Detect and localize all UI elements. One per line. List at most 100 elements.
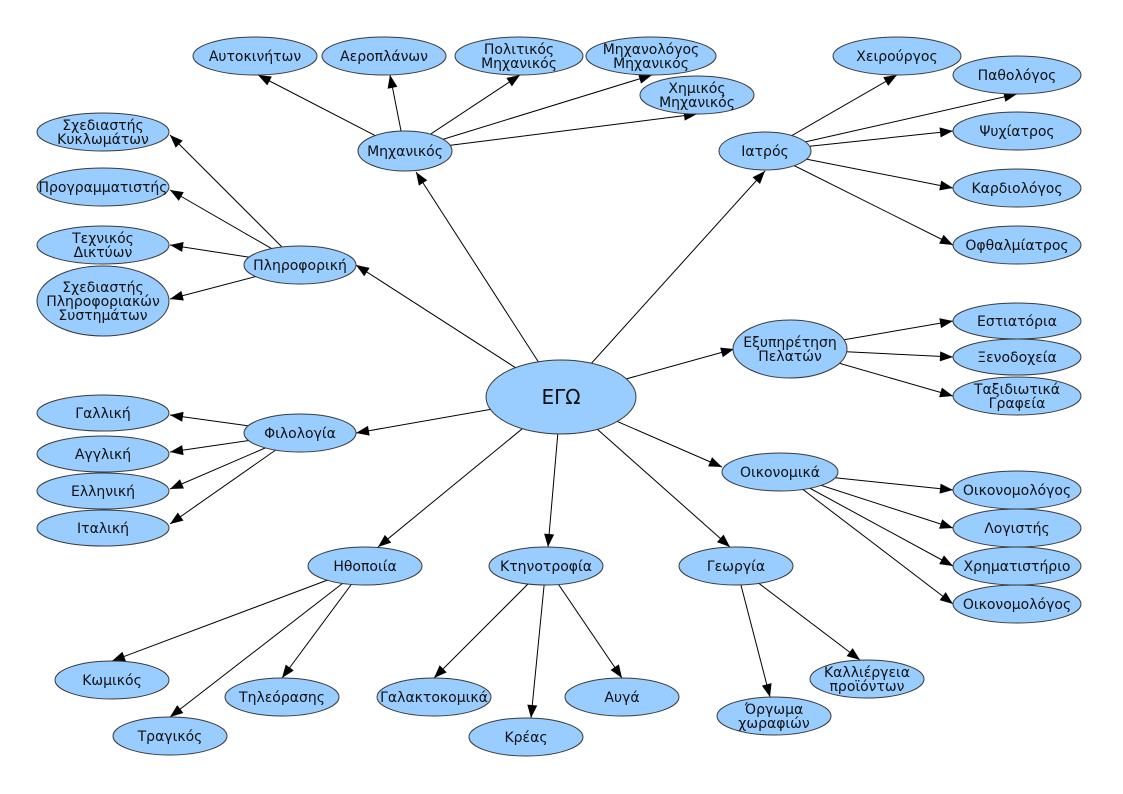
edge-oikonomika-to-oikonomologos2 [779, 471, 954, 605]
arrowhead-icon [434, 665, 447, 678]
node-label: Τραγικός [137, 729, 203, 745]
node-ellipse [307, 546, 423, 586]
arrowhead-icon [939, 234, 953, 245]
node-oikonomika: Οικονομικά [721, 452, 839, 492]
node-ellipse [809, 659, 925, 699]
connector-line [169, 134, 301, 266]
node-ellipse [36, 394, 170, 432]
arrowhead-icon [638, 74, 652, 84]
node-label: προϊόντων [830, 679, 905, 695]
node-filologia: Φιλολογία [243, 413, 357, 453]
node-label: Πολιτικός [484, 42, 554, 58]
arrowhead-icon [939, 318, 953, 329]
node-ofthalmiatros: Οφθαλμίατρος [952, 225, 1082, 265]
connector-line [560, 170, 766, 398]
node-ellipse [321, 36, 447, 76]
arrowhead-icon [282, 664, 294, 678]
edge-ithopoiia-to-tragikos [169, 565, 366, 718]
node-label: Δικτύων [74, 245, 133, 261]
node-ellipse [192, 36, 318, 76]
node-ellipse [454, 36, 584, 76]
arrowhead-icon [170, 290, 184, 301]
connector-line [415, 171, 562, 398]
node-label: Αεροπλάνων [340, 49, 428, 65]
node-ellipse [224, 677, 340, 717]
node-label: Ψυχίατρος [979, 124, 1054, 140]
node-label: Σχεδιαστής [62, 118, 143, 134]
node-label: Χρηματιστήριο [963, 559, 1070, 575]
node-label: χωραφιών [738, 716, 810, 732]
node-oikonomologos2: Οικονομολόγος [952, 584, 1082, 624]
node-ellipse [678, 546, 794, 586]
edge-iatros-to-ofthalmiatros [764, 150, 954, 246]
arrowhead-icon [939, 592, 953, 604]
arrowhead-icon [170, 512, 184, 524]
node-ellipse [952, 338, 1082, 376]
connector-line [764, 93, 1018, 152]
connector-line [735, 565, 771, 698]
node-ego: ΕΓΩ [485, 359, 637, 435]
node-psyxiatros: Ψυχίατρος [952, 111, 1082, 151]
node-label: Αυγά [604, 690, 639, 706]
arrowhead-icon [170, 479, 184, 489]
node-italiki: Ιταλική [36, 509, 170, 547]
edge-georgia-to-orgoma [735, 565, 772, 698]
node-autokiniton: Αυτοκινήτων [192, 36, 318, 76]
node-kardiologos: Καρδιολόγος [952, 168, 1082, 208]
node-ktinotrofia: Κτηνοτροφία [488, 546, 604, 586]
connector-line [779, 471, 954, 605]
arrowhead-icon [170, 445, 184, 456]
node-label: Εστιατόρια [977, 314, 1057, 330]
node-label: Πληροφοριακών [46, 294, 160, 310]
node-ellipse [243, 245, 357, 285]
node-ellipse [112, 716, 228, 756]
node-ellipse [952, 111, 1082, 151]
arrowhead-icon [170, 411, 184, 422]
node-ellipse [952, 168, 1082, 208]
node-label: Ταξιδιωτικά [973, 382, 1060, 398]
arrowhead-icon [883, 75, 897, 86]
node-tragikos: Τραγικός [112, 716, 228, 756]
node-ellipse [952, 376, 1082, 416]
node-label: Κωμικός [82, 673, 142, 689]
node-ellipse [54, 660, 170, 700]
node-label: Παθολόγος [978, 68, 1057, 84]
node-estiatoria: Εστιατόρια [952, 302, 1082, 340]
node-label: Φιλολογία [264, 426, 336, 442]
node-label: Κρέας [504, 730, 547, 746]
connector-line [433, 565, 547, 679]
arrowhead-icon [610, 664, 622, 678]
node-ellipse [485, 359, 637, 435]
node-ellipse [488, 546, 604, 586]
node-ellipse [716, 696, 832, 736]
node-ellipse [36, 225, 170, 265]
node-ellipse [564, 677, 680, 717]
node-label: Καλλιέργεια [824, 665, 910, 681]
node-label: Όργωμα [744, 702, 803, 718]
node-label: Οικονομολόγος [963, 483, 1071, 499]
node-label: ΕΓΩ [541, 385, 580, 409]
arrowhead-icon [112, 651, 126, 662]
arrowhead-icon [378, 534, 392, 547]
arrowhead-icon [170, 242, 184, 252]
node-pliroforiki: Πληροφορική [243, 245, 357, 285]
node-label: Οφθαλμίατρος [965, 238, 1068, 254]
node-mixanikos: Μηχανικός [357, 130, 453, 172]
arrowhead-icon [544, 533, 555, 547]
arrowhead-icon [170, 135, 183, 148]
node-oikonomologos1: Οικονομολόγος [952, 470, 1082, 510]
arrowhead-icon [939, 519, 953, 529]
arrowhead-icon [939, 351, 953, 362]
arrowhead-icon [416, 172, 428, 186]
node-ellipse [832, 36, 962, 76]
node-label: Γραφεία [989, 396, 1046, 412]
node-ellipse [721, 452, 839, 492]
node-label: Προγραμματιστής [39, 180, 168, 196]
node-ellipse [376, 677, 492, 717]
